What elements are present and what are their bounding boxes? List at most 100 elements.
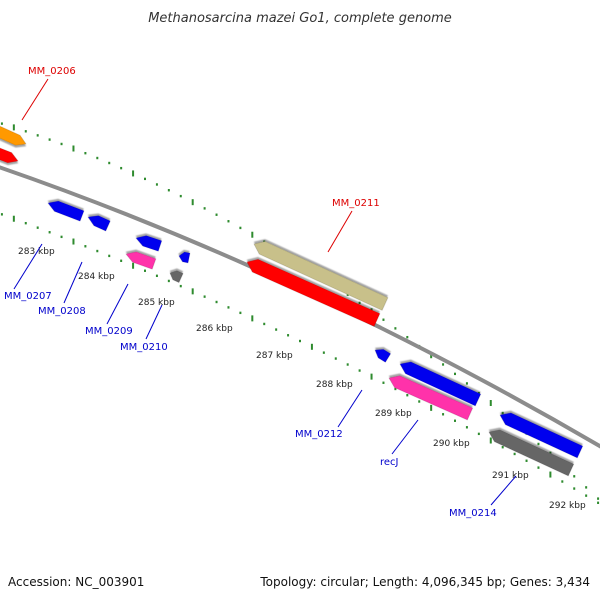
tick-mark (48, 138, 51, 141)
tick-mark (251, 231, 254, 238)
tick-mark (239, 311, 242, 315)
tick-mark (597, 501, 600, 504)
gene-arrow-mm-0208 (87, 215, 111, 232)
tick-mark (465, 382, 468, 385)
tick-mark (167, 189, 170, 192)
gene-arrow-mm-0214 (488, 429, 575, 477)
gene-arrow-mm-0209 (135, 235, 163, 252)
gene-arrow-mm-0210 (178, 251, 191, 264)
tick-mark (537, 466, 540, 469)
genome-summary-text: Topology: circular; Length: 4,096,345 bp… (259, 575, 590, 589)
tick-mark (382, 381, 385, 384)
tick-mark (477, 432, 480, 436)
tick-mark (179, 194, 182, 198)
tick-mark (513, 452, 516, 456)
tick-mark (24, 130, 27, 133)
kbp-label: 289 kbp (375, 409, 412, 419)
tick-mark (406, 335, 409, 339)
tick-mark (501, 445, 504, 449)
tick-mark (239, 226, 242, 230)
tick-mark (215, 300, 218, 304)
tick-mark (597, 497, 600, 500)
tick-mark (227, 220, 230, 223)
tick-mark (191, 199, 194, 206)
gene-label-recj[interactable]: recJ (380, 457, 399, 468)
tick-mark (525, 459, 528, 462)
kbp-label: 292 kbp (549, 501, 586, 511)
gene-label-mm-0214[interactable]: MM_0214 (449, 508, 497, 519)
outer-tick-ring (0, 122, 600, 500)
kbp-label: 286 kbp (196, 324, 233, 334)
gene-arrow-mm-0206 (0, 146, 19, 164)
tick-mark (573, 487, 576, 490)
tick-mark (144, 269, 146, 272)
leader-line (63, 261, 83, 304)
leader-line (145, 304, 163, 340)
gene-labels: MM_0206MM_0207MM_0208MM_0209MM_0210MM_02… (4, 66, 517, 519)
tick-mark (442, 363, 445, 366)
gene-arrow-mm-0211 (253, 241, 389, 311)
tick-mark (48, 231, 51, 234)
leader-line (13, 243, 43, 290)
tick-mark (96, 249, 99, 253)
gene-label-mm-0207[interactable]: MM_0207 (4, 291, 52, 302)
tick-mark (215, 213, 218, 216)
kbp-label: 291 kbp (492, 471, 529, 481)
gene-label-mm-0211[interactable]: MM_0211 (332, 198, 380, 209)
leader-line (391, 419, 419, 455)
tick-mark (358, 301, 361, 305)
tick-mark (382, 318, 385, 321)
tick-mark (155, 183, 158, 186)
tick-mark (334, 357, 337, 360)
tick-mark (96, 156, 99, 160)
tick-mark (144, 177, 146, 181)
gene-features (0, 124, 584, 477)
gene-label-mm-0209[interactable]: MM_0209 (85, 326, 133, 337)
gene-arrow-mm-0214 (499, 412, 584, 459)
gene-arrow-mm-0206 (0, 124, 27, 146)
gene-label-mm-0206[interactable]: MM_0206 (28, 66, 76, 77)
tick-mark (573, 475, 576, 478)
tick-mark (299, 339, 301, 343)
tick-mark (108, 254, 111, 258)
tick-mark (191, 288, 194, 295)
tick-mark (287, 334, 290, 337)
map-title: Methanosarcina mazei Go1, complete genom… (148, 11, 452, 26)
tick-mark (489, 400, 492, 407)
tick-mark (60, 142, 63, 146)
tick-mark (394, 327, 397, 330)
tick-mark (454, 372, 456, 376)
tick-mark (489, 437, 492, 444)
tick-mark (60, 235, 63, 239)
leader-line (21, 78, 49, 121)
tick-mark (537, 442, 540, 446)
gene-label-mm-0210[interactable]: MM_0210 (120, 342, 168, 353)
tick-mark (132, 262, 135, 269)
gene-arrow-mm-0209 (125, 251, 157, 270)
tick-mark (358, 369, 361, 372)
tick-mark (24, 221, 27, 225)
tick-mark (501, 411, 504, 415)
tick-mark (12, 124, 15, 131)
tick-mark (263, 322, 266, 326)
tick-mark (203, 207, 206, 210)
tick-mark (442, 413, 445, 416)
genome-backbone (0, 165, 600, 449)
accession-text: Accession: NC_003901 (8, 575, 144, 589)
tick-mark (585, 486, 588, 489)
gene-label-mm-0208[interactable]: MM_0208 (38, 306, 86, 317)
tick-mark (275, 328, 278, 331)
tick-mark (549, 471, 552, 478)
tick-mark (370, 373, 373, 380)
leader-line (337, 389, 363, 428)
tick-mark (310, 343, 313, 350)
kbp-label: 285 kbp (138, 298, 175, 308)
tick-mark (0, 122, 3, 125)
tick-mark (132, 170, 135, 177)
kbp-label: 284 kbp (78, 272, 115, 282)
gene-label-mm-0212[interactable]: MM_0212 (295, 429, 343, 440)
tick-mark (203, 295, 206, 298)
kbp-label: 290 kbp (433, 439, 470, 449)
tick-mark (36, 134, 39, 137)
